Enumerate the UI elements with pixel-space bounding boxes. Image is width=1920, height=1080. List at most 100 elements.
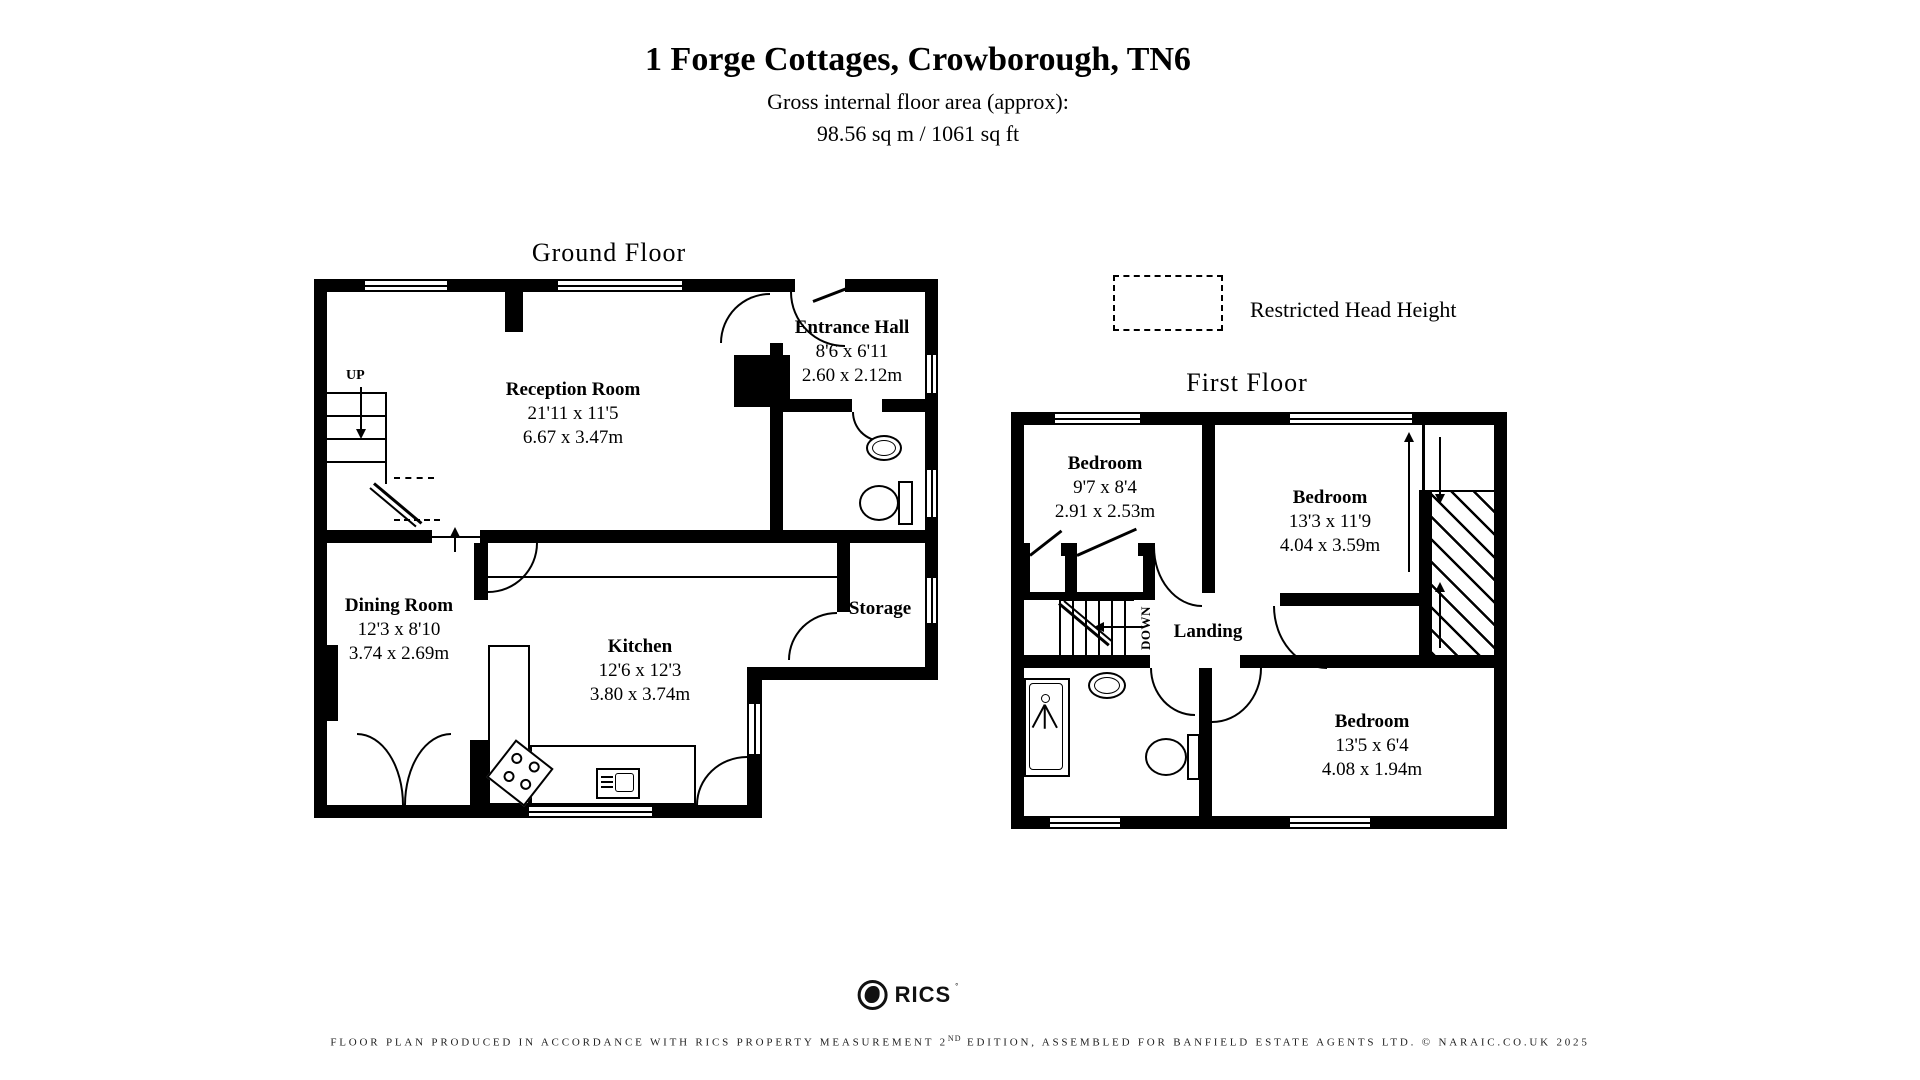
window — [925, 355, 938, 393]
door-arc — [788, 612, 837, 660]
window — [529, 805, 652, 818]
door-arc — [1153, 547, 1202, 607]
stair-banister — [369, 487, 417, 528]
drainer-line — [601, 786, 613, 788]
window — [1290, 412, 1412, 425]
room-dims-metric: 3.80 x 3.74m — [589, 684, 691, 705]
door-arc — [1212, 668, 1262, 723]
wall — [783, 399, 852, 412]
room-name: Kitchen — [607, 636, 673, 657]
shower-head — [1041, 694, 1050, 703]
wall — [882, 399, 925, 412]
wall — [1494, 412, 1507, 829]
floor-area-value: 98.56 sq m / 1061 sq ft — [816, 121, 1020, 146]
stair-dashed-line — [394, 519, 440, 521]
wall — [1011, 412, 1024, 829]
disclaimer-suffix: EDITION, ASSEMBLED FOR BANFIELD ESTATE A… — [961, 1036, 1590, 1049]
wall — [1138, 543, 1155, 556]
wall — [480, 530, 925, 543]
window — [925, 578, 938, 623]
wall — [314, 279, 327, 818]
disclaimer-superscript: ND — [947, 1034, 962, 1043]
rics-lion-icon — [857, 980, 888, 1010]
hob-burner — [509, 750, 525, 767]
restricted-head-height-label: Restricted Head Height — [1250, 297, 1457, 322]
registered-mark-icon: ° — [955, 982, 959, 991]
closet-wall — [1143, 556, 1155, 592]
toilet-cistern — [1187, 734, 1200, 780]
shower-icon — [1024, 678, 1070, 777]
window — [747, 704, 762, 754]
room-dims-metric: 4.04 x 3.59m — [1279, 535, 1381, 556]
window — [1055, 412, 1140, 425]
hatch-edge — [1432, 490, 1494, 492]
room-label-reception: Reception Room 21'11 x 11'5 6.67 x 3.47m — [506, 378, 641, 450]
drainer-line — [601, 776, 613, 778]
arrow-head — [356, 429, 366, 439]
closet-door-leaf — [1076, 527, 1137, 557]
room-label-bedroom2: Bedroom 13'3 x 11'9 4.04 x 3.59m — [1280, 486, 1380, 558]
direction-arrow — [454, 534, 456, 552]
stairs-up-label: UP — [346, 368, 365, 383]
room-label-dining: Dining Room 12'3 x 8'10 3.74 x 2.69m — [345, 594, 453, 666]
direction-arrow — [1103, 626, 1143, 628]
kitchen-sink-icon — [596, 768, 640, 799]
rics-wordmark: RICS — [894, 982, 952, 1007]
room-name: Bedroom — [1067, 453, 1143, 474]
restricted-head-height-area — [1432, 490, 1494, 655]
hob-burner — [501, 768, 517, 785]
sink-basin — [872, 440, 896, 456]
french-door-arc — [357, 733, 404, 805]
door-arc — [720, 293, 770, 343]
room-name: Storage — [848, 598, 912, 619]
wall — [1011, 655, 1150, 668]
room-label-storage: Storage — [849, 597, 911, 621]
direction-arrow — [1439, 437, 1441, 497]
toilet-cistern — [898, 481, 913, 525]
arrow-head — [1435, 494, 1445, 504]
room-dims-metric: 2.91 x 2.53m — [1054, 501, 1156, 522]
disclaimer-text: FLOOR PLAN PRODUCED IN ACCORDANCE WITH R… — [330, 1034, 1589, 1049]
wall — [747, 667, 938, 680]
wall-line — [1422, 425, 1425, 490]
arrow-head — [450, 527, 460, 537]
hob-burner — [526, 759, 542, 775]
arrow-head — [1094, 622, 1104, 632]
closet-wall — [1022, 556, 1030, 592]
room-dims-imperial: 13'3 x 11'9 — [1288, 511, 1372, 532]
wall — [327, 530, 432, 543]
room-dims-imperial: 8'6 x 6'11 — [815, 341, 889, 362]
stairs-down-label: DOWN — [1138, 606, 1153, 650]
first-floor-plan: DOWN Bedroom 9'7 x 8'4 2.91 x 2.53m Bedr… — [1011, 412, 1507, 829]
wall — [1280, 593, 1423, 606]
closet-wall — [1065, 556, 1077, 592]
wall — [470, 740, 488, 805]
closet-door-leaf — [1029, 529, 1063, 557]
room-name: Bedroom — [1334, 711, 1410, 732]
first-floor-title: First Floor — [1186, 368, 1308, 397]
direction-arrow — [1439, 590, 1441, 648]
drainer-line — [601, 781, 613, 783]
wall — [1202, 425, 1215, 593]
sink-bowl — [615, 773, 634, 792]
room-dims-imperial: 21'11 x 11'5 — [527, 403, 619, 424]
french-door-arc — [404, 733, 451, 805]
wall — [1011, 816, 1507, 829]
chimney-breast — [734, 355, 790, 407]
rics-lion-mark — [864, 986, 880, 1003]
arrow-head — [1404, 432, 1414, 442]
shower-spray-line — [1044, 704, 1046, 729]
window — [365, 279, 447, 292]
room-dims-metric: 3.74 x 2.69m — [348, 643, 450, 664]
toilet-icon — [1145, 738, 1187, 776]
direction-arrow — [1408, 440, 1410, 572]
room-label-landing: Landing — [1174, 620, 1243, 644]
door-arc — [1150, 668, 1195, 716]
wall — [845, 279, 938, 292]
room-dims-imperial: 12'6 x 12'3 — [598, 660, 682, 681]
wall — [837, 543, 850, 612]
window — [1050, 816, 1120, 829]
room-label-kitchen: Kitchen 12'6 x 12'3 3.80 x 3.74m — [590, 635, 690, 707]
threshold-line — [432, 536, 480, 538]
